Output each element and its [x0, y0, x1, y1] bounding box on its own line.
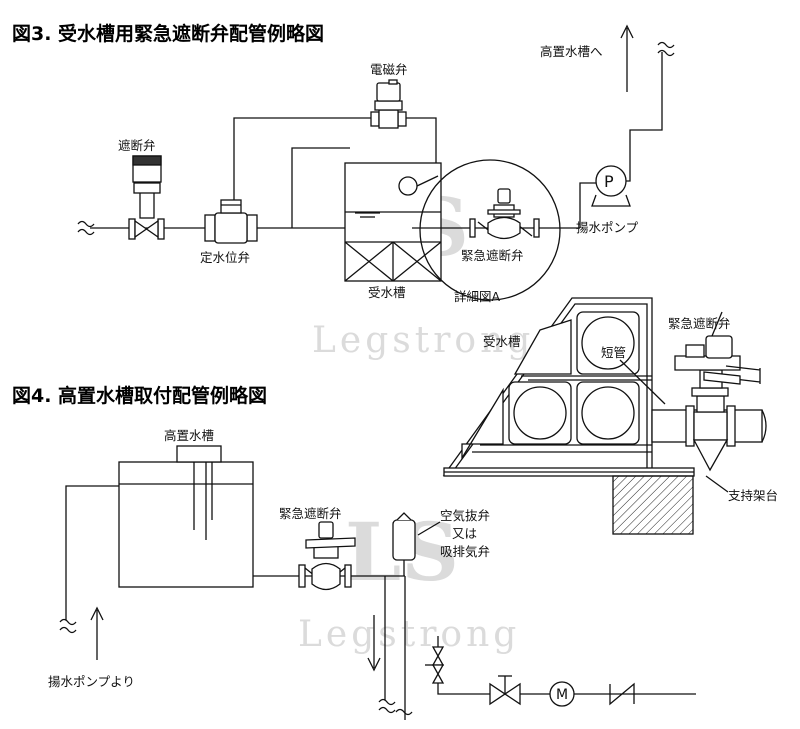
- watermark-bottom: LS Legstrong: [298, 505, 520, 655]
- detail-a-circle: [419, 159, 561, 301]
- pilot-line-lower: [291, 147, 350, 228]
- air-valve-icon: [392, 512, 441, 576]
- emergency-valve-icon: [469, 188, 540, 240]
- label-shutoff: 遮断弁: [118, 138, 156, 153]
- solenoid-valve-icon: [370, 79, 407, 129]
- detail-label-support: 支持架台: [728, 488, 778, 503]
- detail-a-diagram: [442, 297, 767, 535]
- fig3-diagram: [77, 24, 675, 301]
- float-ball-icon: [398, 176, 418, 196]
- label-air-valve-1: 空気抜弁: [440, 508, 490, 523]
- meter-icon: [549, 681, 575, 707]
- detail-label-receiving-tank: 受水槽: [483, 334, 521, 349]
- support-stand: [612, 475, 694, 535]
- label-elevated-tank: 高置水槽: [164, 428, 214, 443]
- pipe-break-mark: [657, 41, 675, 57]
- check-valve-icon: [609, 682, 635, 706]
- pump-outlet-line: [626, 52, 663, 182]
- label-to-elevated: 高置水槽へ: [540, 44, 603, 59]
- fixed-level-valve-icon: [204, 199, 258, 244]
- watermark-text: Legstrong: [298, 614, 520, 655]
- pump-inlet-line: [579, 182, 596, 228]
- detail-label-emergency-valve: 緊急遮断弁: [668, 316, 731, 331]
- pilot-line-upper: [233, 117, 384, 200]
- fig3-title: 図3. 受水槽用緊急遮断弁配管例略図: [12, 22, 324, 45]
- elevated-tank: [118, 461, 254, 588]
- label-detail-a: 詳細図A: [454, 289, 501, 304]
- watermark-text: Legstrong: [312, 320, 534, 361]
- label-fixed-level: 定水位弁: [200, 250, 250, 265]
- label-emergency-valve: 緊急遮断弁: [461, 248, 524, 263]
- pipe-break-mark: [378, 698, 396, 714]
- label-from-pump: 揚水ポンプより: [48, 674, 135, 689]
- inlet-riser-pipe: [65, 485, 119, 620]
- label-fig4-emergency-valve: 緊急遮断弁: [279, 506, 342, 521]
- label-air-valve-2: 又は: [452, 526, 477, 541]
- pipe-break-mark: [59, 618, 77, 634]
- detail-label-short-pipe: 短管: [601, 345, 626, 360]
- fig4-emergency-valve-icon: [298, 521, 356, 591]
- pipe-break-mark: [77, 220, 95, 236]
- meter-symbol: M: [556, 687, 568, 703]
- pump-symbol: P: [604, 172, 614, 191]
- fig4-diagram: [59, 445, 696, 720]
- label-pump: 揚水ポンプ: [576, 220, 639, 235]
- shutoff-valve-icon: [128, 155, 165, 240]
- label-air-valve-3: 吸排気弁: [440, 544, 490, 559]
- label-receiving-tank: 受水槽: [368, 285, 406, 300]
- fig4-title: 図4. 高置水槽取付配管例略図: [12, 384, 267, 407]
- label-solenoid: 電磁弁: [370, 62, 408, 77]
